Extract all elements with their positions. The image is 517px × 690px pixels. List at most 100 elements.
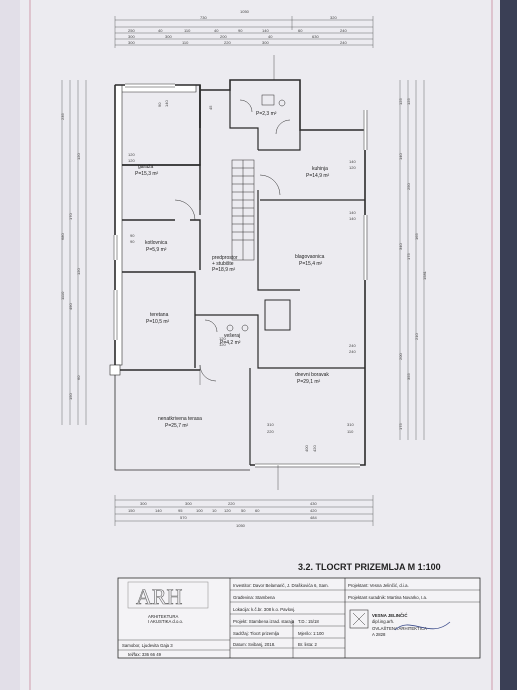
- stamp-name: VESNA JELINČIĆ: [372, 613, 407, 618]
- svg-text:420: 420: [310, 508, 317, 513]
- dim-bottom-row1: 300 300 220 430: [140, 501, 317, 506]
- room-kuhinja-area: P=14,9 m²: [306, 173, 330, 179]
- svg-text:570: 570: [180, 515, 187, 520]
- svg-text:60: 60: [76, 375, 81, 380]
- svg-text:490: 490: [68, 303, 73, 310]
- paper: [0, 0, 500, 690]
- svg-text:150: 150: [128, 508, 135, 513]
- room-labels: garaža P=15,3 m² P=2,3 m² kuhinja P=14,9…: [135, 111, 330, 429]
- svg-text:240: 240: [349, 343, 356, 348]
- svg-text:310: 310: [347, 422, 354, 427]
- svg-text:140: 140: [349, 210, 356, 215]
- svg-text:1110: 1110: [60, 291, 65, 300]
- tb-lokacija: Lokacija: k.č.br. 308 k.o. Pavlovj.: [233, 607, 295, 612]
- tb-suradnik: Projektant suradnik: Martina Novarko, I.…: [348, 595, 427, 600]
- svg-text:1581: 1581: [422, 270, 427, 280]
- floor-plan: [109, 55, 368, 490]
- svg-text:200: 200: [220, 34, 227, 39]
- svg-text:140: 140: [349, 216, 356, 221]
- windows: [113, 83, 368, 468]
- toilet-icon: [278, 99, 286, 107]
- svg-text:355: 355: [406, 373, 411, 380]
- svg-text:90: 90: [238, 28, 243, 33]
- room-predprostor-name: predprostor+ stubište: [212, 255, 238, 267]
- svg-text:175: 175: [398, 423, 403, 430]
- stamp-title: dipl.ing.arh.: [372, 619, 394, 624]
- svg-text:50: 50: [241, 508, 246, 513]
- svg-text:120: 120: [219, 336, 226, 341]
- tb-td: T.D.: 15/18: [298, 619, 319, 624]
- tb-projekt: Projekt: Stambena izrad. staraja: [233, 619, 295, 624]
- svg-text:220: 220: [224, 40, 231, 45]
- room-dnevni-name: dnevni boravak: [295, 372, 329, 378]
- svg-text:90: 90: [130, 239, 135, 244]
- room-terasa-name: nenatkrivena terasa: [158, 416, 202, 422]
- svg-text:125: 125: [406, 98, 411, 105]
- svg-text:630: 630: [312, 34, 319, 39]
- svg-text:110: 110: [347, 429, 354, 434]
- stamp-number: A 2828: [372, 632, 386, 637]
- room-teretana-area: P=10,5 m²: [146, 319, 170, 325]
- dim-bottom-row2: 150 140 95 100 10 120 50 60 420 430: [128, 508, 317, 513]
- tb-list: Br. lista: 2: [298, 642, 317, 647]
- dim-top-row3: 300 300 200 40 630: [128, 34, 319, 39]
- tb-gradevina: Građevina: Stambena: [233, 595, 275, 600]
- svg-text:120: 120: [128, 158, 135, 163]
- svg-text:200: 200: [398, 353, 403, 360]
- svg-text:110: 110: [182, 40, 189, 45]
- room-vesoraj-name: vešeraj: [224, 333, 240, 339]
- tb-datum: Datum: Svibanj, 2018.: [233, 642, 275, 647]
- room-kotlovnica-area: P=5,9 m²: [146, 247, 167, 253]
- svg-text:90: 90: [130, 233, 135, 238]
- svg-text:300: 300: [128, 40, 135, 45]
- dim-right-labels: 125 125 140 250 340 1581 165 175 210 200…: [398, 98, 427, 430]
- svg-text:220: 220: [228, 501, 235, 506]
- svg-text:120: 120: [224, 508, 231, 513]
- svg-text:300: 300: [128, 34, 135, 39]
- tb-investitor: Investitor: Davor Belamarić, J. Draškovi…: [233, 583, 329, 588]
- room-vesoraj-area: P=4,2 m²: [220, 340, 241, 346]
- room-garaza-name: garaža: [138, 164, 154, 170]
- dryer-icon: [241, 324, 249, 332]
- svg-text:40: 40: [214, 28, 219, 33]
- svg-text:60: 60: [255, 508, 260, 513]
- svg-text:220: 220: [267, 429, 274, 434]
- svg-text:484: 484: [310, 515, 317, 520]
- room-predprostor-area: P=18,9 m²: [212, 267, 236, 273]
- washer-icon: [226, 324, 234, 332]
- svg-text:100: 100: [196, 508, 203, 513]
- svg-text:240: 240: [340, 40, 347, 45]
- svg-text:95: 95: [178, 508, 183, 513]
- company-logo: ARH: [127, 581, 209, 609]
- svg-text:120: 120: [76, 268, 81, 275]
- svg-text:210: 210: [414, 333, 419, 340]
- svg-text:10: 10: [212, 508, 217, 513]
- svg-text:300: 300: [140, 501, 147, 506]
- svg-text:300: 300: [185, 501, 192, 506]
- svg-text:110: 110: [184, 28, 191, 33]
- dim-top-730: 730: [200, 15, 207, 20]
- room-kuhinja-name: kuhinja: [312, 166, 328, 172]
- svg-text:150: 150: [68, 393, 73, 400]
- svg-text:300: 300: [165, 34, 172, 39]
- svg-text:140: 140: [164, 100, 169, 107]
- signature: [394, 621, 451, 631]
- room-dnevni-area: P=29,1 m²: [297, 379, 321, 385]
- svg-text:420: 420: [312, 445, 317, 452]
- tb-mjerilo: Mjerilo: 1:100: [298, 631, 324, 636]
- company-address: Samobor, Ljudevita Gaja 3: [122, 643, 173, 648]
- dim-top-row4: 300 110 220 300 240: [128, 40, 347, 45]
- bottom-dimensions: [114, 495, 374, 526]
- svg-text:140: 140: [349, 159, 356, 164]
- dim-left-labels: 235 120 170 680 120 490 60 150 1110: [60, 113, 81, 400]
- svg-text:250: 250: [128, 28, 135, 33]
- drawing-title: 3.2. TLOCRT PRIZEMLJA M 1:100: [298, 562, 441, 572]
- left-dimensions: [61, 80, 87, 425]
- svg-text:235: 235: [60, 113, 65, 120]
- top-dimensions: [114, 16, 374, 48]
- dim-top-320: 320: [330, 15, 337, 20]
- tb-sadrzaj: Sadržaj: Tlocrt prizemlja: [233, 631, 280, 636]
- architect-stamp: VESNA JELINČIĆ dipl.ing.arh. OVLAŠTENA A…: [349, 609, 451, 637]
